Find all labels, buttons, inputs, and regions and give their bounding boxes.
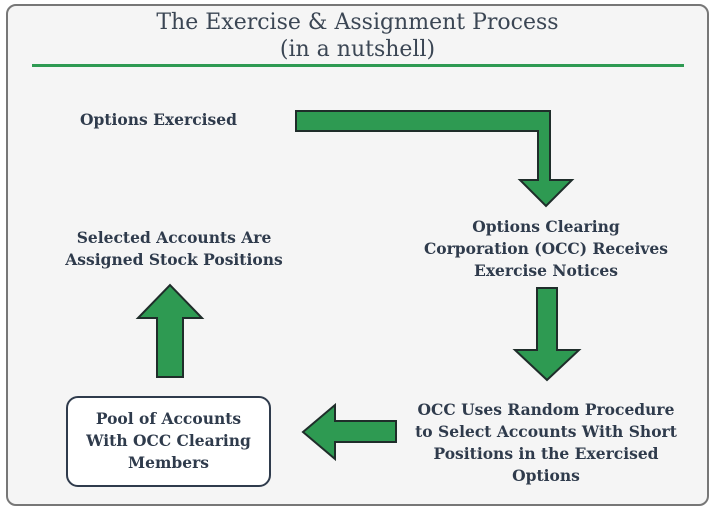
step-assigned-line: Assigned Stock Positions [65, 250, 283, 269]
step-occ-random: OCC Uses Random Procedure to Select Acco… [396, 399, 696, 487]
step-assigned: Selected Accounts Are Assigned Stock Pos… [40, 227, 308, 271]
bent-arrow-right-down [295, 110, 575, 208]
step-pool-line: Members [127, 453, 209, 472]
step-occ-random-line: OCC Uses Random Procedure [417, 400, 675, 419]
arrow-up [135, 283, 205, 378]
step-occ-receives-line: Corporation (OCC) Receives [423, 239, 669, 258]
diagram-subtitle: (in a nutshell) [279, 37, 436, 62]
step-occ-receives-line: Options Clearing [472, 217, 620, 236]
step-occ-random-line: Options [512, 466, 580, 485]
arrow-left [301, 402, 397, 462]
step-occ-receives: Options Clearing Corporation (OCC) Recei… [396, 216, 696, 282]
step-occ-random-line: Positions in the Exercised [433, 444, 659, 463]
step-occ-receives-line: Exercise Notices [474, 261, 618, 280]
arrow-down [512, 287, 582, 382]
step-pool-line: Pool of Accounts [95, 409, 242, 428]
step-assigned-line: Selected Accounts Are [76, 228, 272, 247]
diagram-title: The Exercise & Assignment Process [156, 10, 559, 35]
title-divider [32, 64, 684, 67]
step-options-exercised: Options Exercised [80, 110, 237, 129]
step-pool: Pool of Accounts With OCC Clearing Membe… [66, 408, 271, 474]
step-pool-line: With OCC Clearing [86, 431, 251, 450]
step-occ-random-line: to Select Accounts With Short [415, 422, 677, 441]
pool-box [66, 396, 271, 487]
